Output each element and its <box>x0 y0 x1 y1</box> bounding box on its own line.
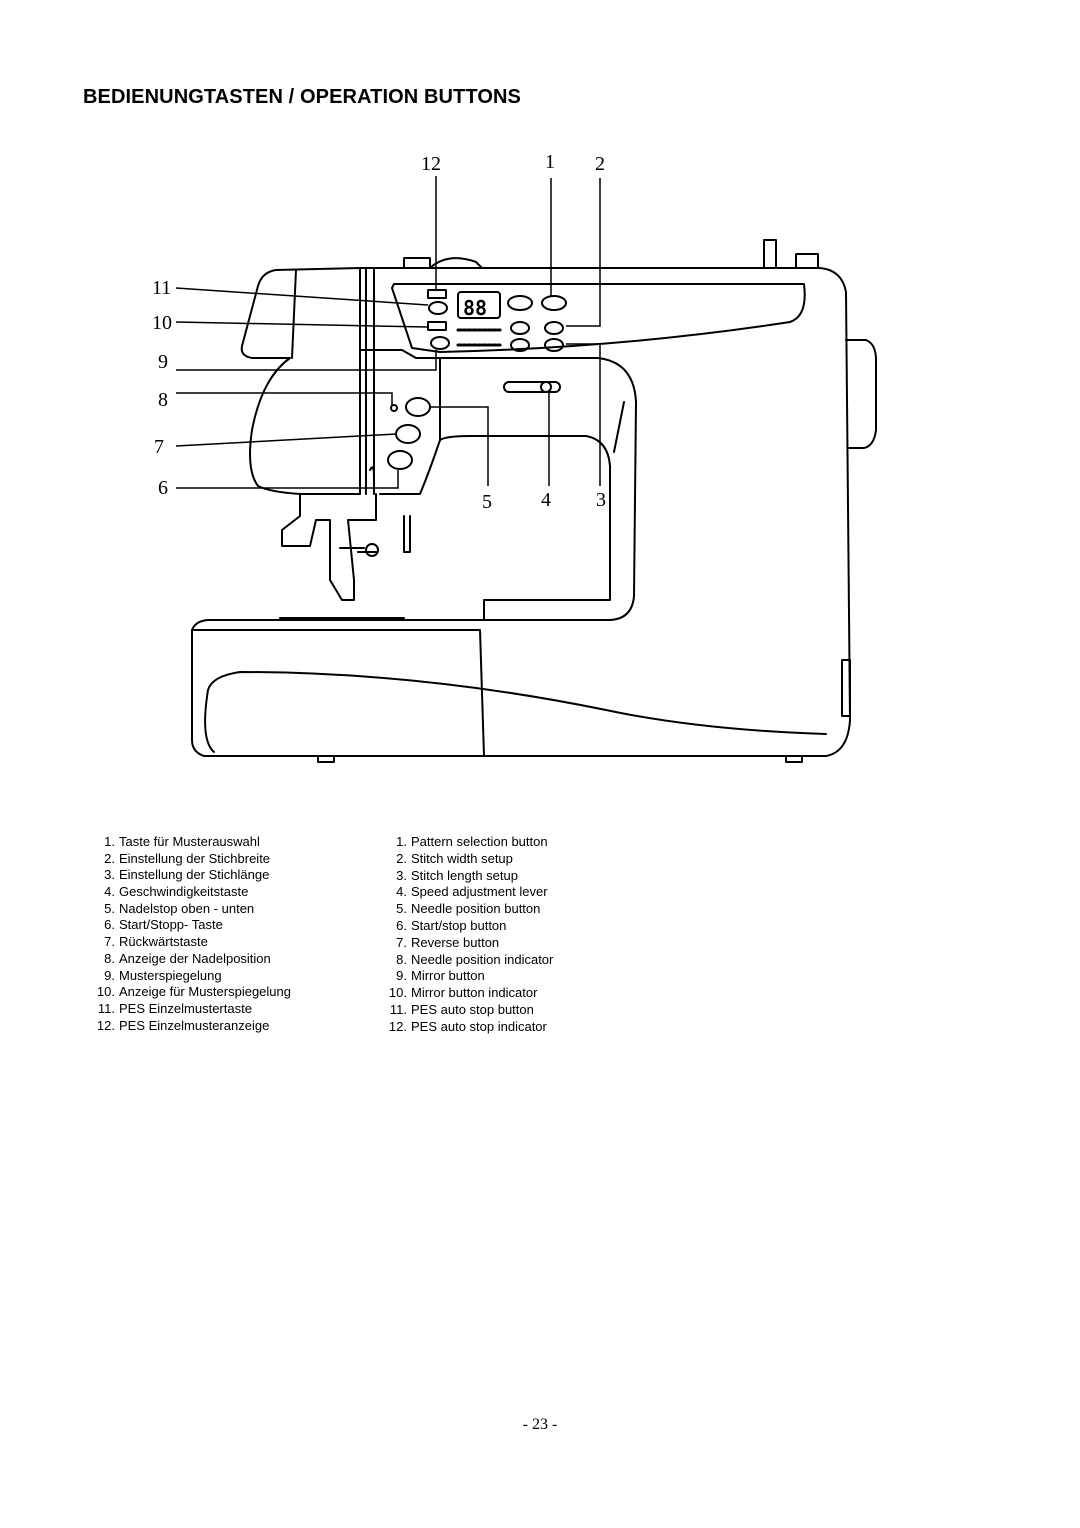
button-pes-auto-stop <box>428 301 448 315</box>
list-item: 4.Geschwindigkeitstaste <box>104 884 249 900</box>
leader-6 <box>176 470 399 489</box>
speed-lever-knob <box>540 381 552 393</box>
callout-11: 11 <box>152 277 171 299</box>
callout-5: 5 <box>482 491 492 513</box>
speed-lever-track <box>503 381 561 393</box>
button-pattern-b <box>541 295 567 311</box>
list-item: 5.Nadelstop oben - unten <box>104 900 255 916</box>
page-number: - 23 - <box>522 1416 558 1433</box>
display-readout: 88 <box>463 296 487 320</box>
leader-9 <box>176 350 437 371</box>
button-length-b <box>544 338 564 352</box>
button-start-stop <box>387 450 413 470</box>
list-item: 8.Needle position indicator <box>396 951 554 967</box>
leader-11 <box>175 287 429 306</box>
list-item: 3.Stitch length setup <box>396 867 518 883</box>
callout-2: 2 <box>595 153 605 175</box>
page-title: BEDIENUNGTASTEN / OPERATION BUTTONS <box>83 86 521 108</box>
list-item: 6.Start/Stopp- Taste <box>104 917 223 933</box>
list-item: 7.Reverse button <box>396 934 500 950</box>
arm-opening <box>439 357 611 621</box>
list-item: 7.Rückwärtstaste <box>104 934 208 950</box>
list-item: 4.Speed adjustment lever <box>396 884 548 900</box>
button-width-a <box>510 321 530 335</box>
callout-4: 4 <box>541 489 551 511</box>
leader-10 <box>175 321 429 328</box>
list-item: 3.Einstellung der Stichlänge <box>104 867 270 883</box>
list-item: 6.Start/stop button <box>396 917 507 933</box>
callout-10: 10 <box>152 312 172 334</box>
base-curve <box>207 671 827 735</box>
callout-7: 7 <box>154 436 164 458</box>
button-length-a <box>510 338 530 352</box>
button-reverse <box>395 424 421 444</box>
list-item: 9.Musterspiegelung <box>104 967 222 983</box>
control-panel <box>391 283 806 353</box>
leader-2 <box>566 178 601 327</box>
list-item: 5.Needle position button <box>396 901 541 917</box>
list-item: 12.PES auto stop indicator <box>388 1018 547 1034</box>
list-item: 12.PES Einzelmusteranzeige <box>96 1017 270 1033</box>
callout-1: 1 <box>545 151 555 173</box>
list-item: 1.Pattern selection button <box>396 834 548 849</box>
button-width-b <box>544 321 564 335</box>
list-item: 9.Mirror button <box>396 968 485 984</box>
list-item: 11.PES Einzelmustertaste <box>97 1000 252 1016</box>
legend-german: 1.Taste für Musterauswahl 2.Einstellung … <box>96 834 291 1034</box>
display-window <box>457 291 501 319</box>
callout-9: 9 <box>158 351 168 373</box>
list-item: 2.Einstellung der Stichbreite <box>104 850 271 866</box>
list-item: 8.Anzeige der Nadelposition <box>104 950 271 966</box>
callout-12: 12 <box>421 153 441 175</box>
leader-8 <box>176 392 393 406</box>
leader-3 <box>566 343 601 486</box>
button-mirror <box>430 336 450 350</box>
indicator-pes-auto-stop <box>427 289 447 299</box>
indicator-mirror <box>427 321 447 331</box>
list-item: 10.Mirror button indicator <box>388 985 538 1001</box>
legend-english: 1.Pattern selection button 2.Stitch widt… <box>388 834 553 1036</box>
callout-6: 6 <box>158 477 168 499</box>
needle-position-indicator <box>390 404 398 412</box>
machine-head-outline <box>240 267 361 495</box>
sewing-machine-diagram: 88 12 1 2 11 10 9 8 7 6 5 4 3 <box>152 151 877 763</box>
list-item: 10.Anzeige für Musterspiegelung <box>96 984 291 1000</box>
presser-foot <box>281 493 377 601</box>
button-needle-position <box>405 397 431 417</box>
leader-5 <box>430 406 489 486</box>
handwheel <box>845 339 877 449</box>
list-item: 1.Taste für Musterauswahl <box>104 834 260 849</box>
callout-3: 3 <box>596 489 606 511</box>
leader-7 <box>175 433 397 447</box>
machine-body-outline <box>191 267 851 757</box>
button-pattern-a <box>507 295 533 311</box>
callout-8: 8 <box>158 389 168 411</box>
list-item: 2.Stitch width setup <box>396 850 513 866</box>
list-item: 11.PES auto stop button <box>389 1001 534 1017</box>
